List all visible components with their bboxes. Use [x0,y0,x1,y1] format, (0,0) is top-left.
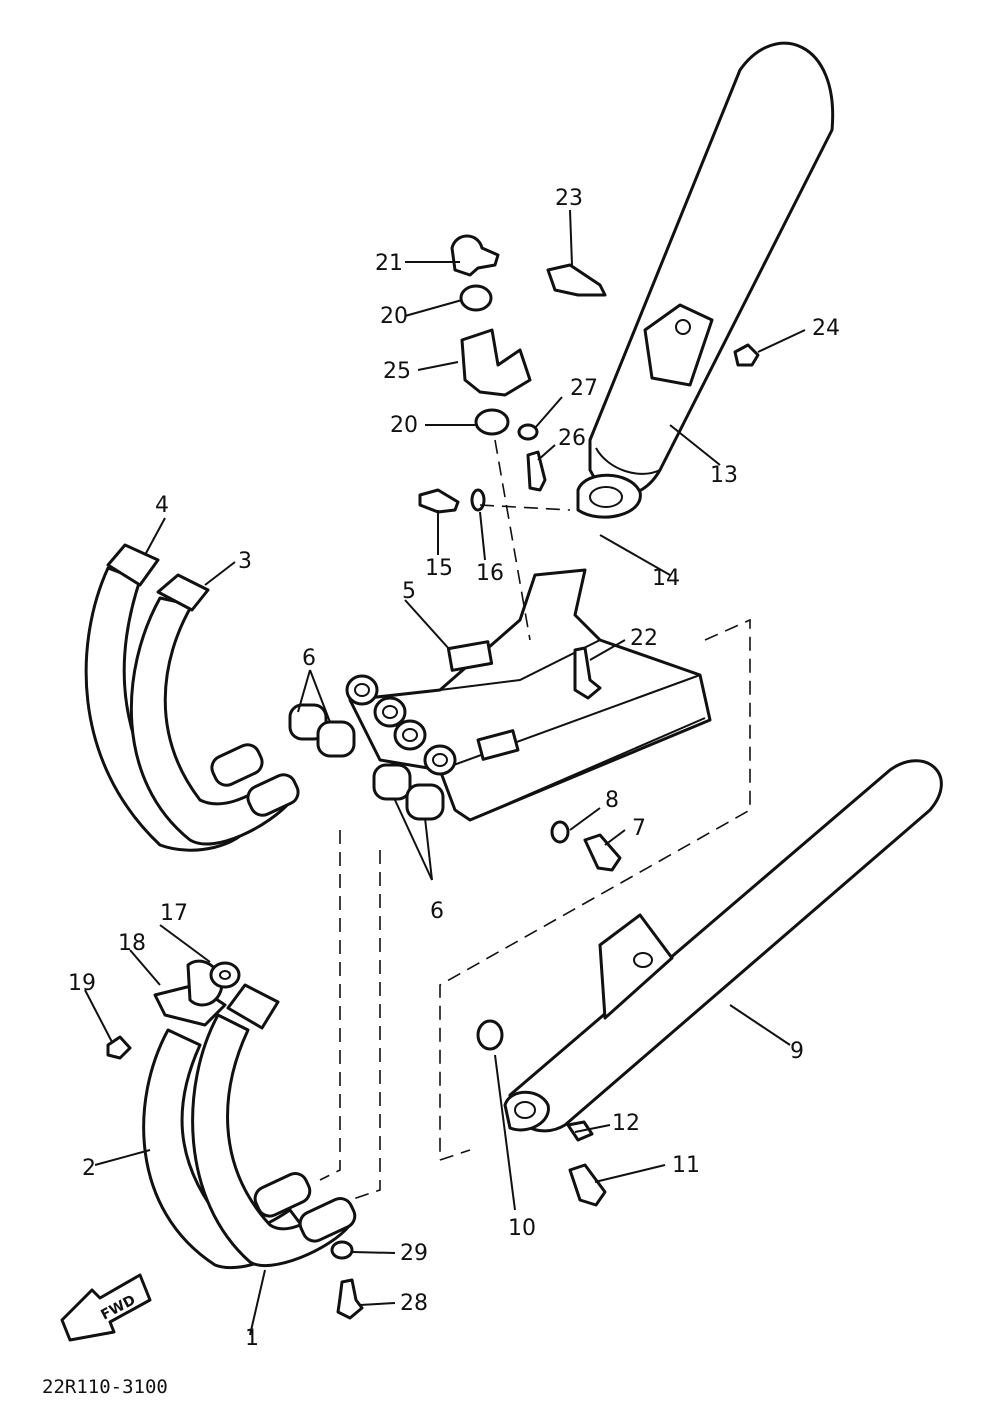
part-label-9: 9 [790,1039,804,1064]
lower-muffler [503,759,943,1133]
part-label-4: 4 [155,493,169,518]
part-label-24: 24 [812,316,840,341]
hanger-bracket [450,234,539,441]
drawing-code: 22R110-3100 [42,1376,168,1398]
part-label-15: 15 [425,556,453,581]
part-label-26: 26 [558,426,586,451]
part-label-20b: 20 [390,413,418,438]
upper-muffler [576,41,835,519]
part-label-20a: 20 [380,304,408,329]
leader-lines [84,209,806,1336]
part-label-29: 29 [400,1241,428,1266]
part-label-18: 18 [118,931,146,956]
part-label-19: 19 [68,971,96,996]
part-label-2: 2 [82,1156,96,1181]
part-label-6a: 6 [302,646,316,671]
part-label-21: 21 [375,251,403,276]
header-pipes-rear [84,543,300,852]
part-label-5: 5 [402,579,416,604]
part-label-3: 3 [238,549,252,574]
part-label-10: 10 [508,1216,536,1241]
part-label-27: 27 [570,376,598,401]
bolts [330,263,760,1320]
part-label-14: 14 [652,566,680,591]
part-label-6b: 6 [430,899,444,924]
part-label-7: 7 [632,816,646,841]
front-flange-parts [106,959,241,1060]
part-label-1: 1 [245,1326,259,1351]
part-label-22: 22 [630,626,658,651]
forward-arrow: FWD [60,1273,152,1342]
part-label-13: 13 [710,463,738,488]
part-label-23: 23 [555,186,583,211]
header-pipes-front [142,983,357,1270]
gaskets [288,703,445,821]
assembly-guides [319,439,751,1201]
part-label-28: 28 [400,1291,428,1316]
part-number-labels: 1 2 3 4 5 6 6 7 8 9 10 11 12 13 14 15 16… [68,186,840,1351]
part-label-25: 25 [383,359,411,384]
part-label-12: 12 [612,1111,640,1136]
part-label-17: 17 [160,901,188,926]
part-label-8: 8 [605,788,619,813]
part-label-16: 16 [476,561,504,586]
collector-assembly [345,568,712,822]
part-label-11: 11 [672,1153,700,1178]
